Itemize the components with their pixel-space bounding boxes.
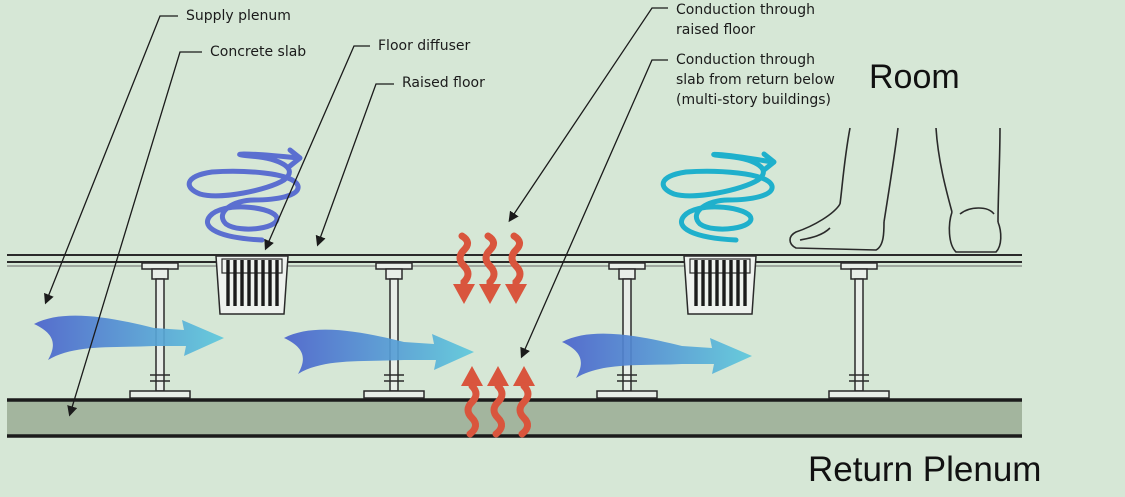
concrete-slab-label: Concrete slab	[210, 44, 307, 60]
conduction-floor-line-2: raised floor	[676, 22, 756, 38]
conduction-floor-line-1: Conduction through	[676, 2, 815, 18]
person-legs-illustration	[789, 127, 1002, 253]
room-air-swirl	[186, 147, 303, 243]
conduction-floor-label: Conduction through raised floor	[676, 0, 815, 40]
conduction-up-arrows	[461, 366, 535, 434]
floor-pedestal	[596, 262, 658, 399]
return-plenum-label: Return Plenum	[808, 450, 1042, 489]
supply-plenum-label: Supply plenum	[186, 8, 291, 24]
room-air-swirl	[660, 151, 777, 243]
conduction-slab-line-3: (multi-story buildings)	[676, 92, 831, 108]
floor-diffuser	[214, 254, 290, 316]
room-label: Room	[869, 58, 960, 96]
conduction-slab-line-1: Conduction through	[676, 52, 815, 68]
floor-diffuser-label: Floor diffuser	[378, 38, 471, 54]
conduction-slab-line-2: slab from return below	[676, 72, 835, 88]
floor-diffuser	[682, 254, 758, 316]
conduction-slab-label: Conduction through slab from return belo…	[676, 50, 835, 110]
concrete-slab	[7, 398, 1022, 438]
conduction-down-arrows	[453, 236, 527, 304]
floor-pedestal	[828, 262, 890, 399]
raised-floor-label: Raised floor	[402, 75, 485, 91]
supply-airflow-arrow	[562, 333, 752, 378]
leader-lines	[44, 7, 668, 417]
supply-airflow-arrow	[284, 329, 474, 374]
supply-airflow-arrow	[34, 315, 224, 360]
floor-pedestal	[363, 262, 425, 399]
